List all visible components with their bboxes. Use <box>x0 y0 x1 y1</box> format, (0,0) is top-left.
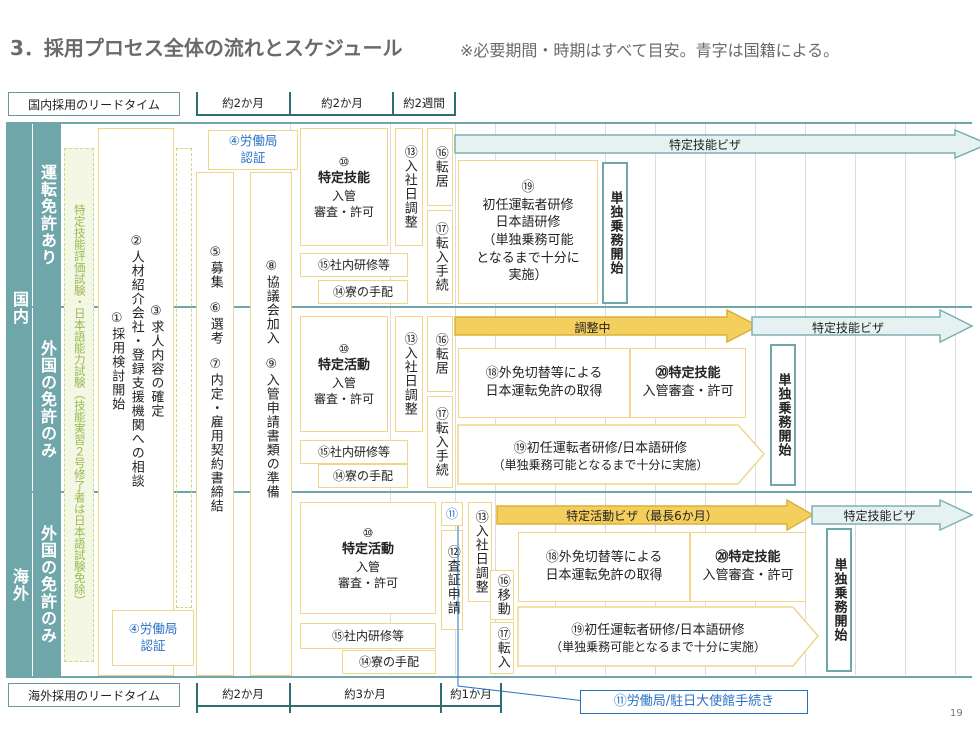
section-divider <box>6 491 972 493</box>
step-13-joining-date: ⑬入社日調整 <box>395 316 423 432</box>
arrow-label: 特定技能ビザ <box>668 137 741 152</box>
arrow-label: 特定技能ビザ <box>843 508 916 523</box>
duration-label: 約2か月 <box>222 687 264 701</box>
arrow-skill-visa-row3 <box>811 498 974 532</box>
step-5: ⑤募集 <box>207 245 223 289</box>
page-subtitle: ※必要期間・時期はすべて目安。青字は国籍による。 <box>460 41 840 60</box>
timeline-tick <box>289 92 291 116</box>
step-19-training-row3: ⑲初任運転者研修/日本語研修 （単独乗務可能となるまで十分に実施） <box>550 623 766 654</box>
timeline-tick <box>392 92 394 116</box>
timeline-tick <box>454 92 456 116</box>
page-number: 19 <box>950 708 963 719</box>
gridline <box>855 122 856 675</box>
step-15-training: ⑮社内研修等 <box>300 623 436 649</box>
duration-label: 約3か月 <box>344 687 386 701</box>
timeline-line <box>196 705 502 707</box>
timeline-tick <box>440 683 442 713</box>
section-divider <box>32 306 972 308</box>
skill-test-dashed-border <box>176 148 192 608</box>
step-15-training: ⑮社内研修等 <box>300 253 408 277</box>
gridline <box>905 122 906 675</box>
step-1-3-box: ③求人内容の確定 ②人材紹介会社・登録支援機関への相談 ①採用検討開始 <box>98 128 174 676</box>
solo-duty-start-row2: 単独乗務開始 <box>770 344 796 486</box>
duration-label: 約2か月 <box>321 96 363 110</box>
step-16-relocation: ⑯転居 <box>427 128 453 206</box>
gridline <box>455 122 456 675</box>
callout-line <box>457 526 586 702</box>
gridline <box>755 122 756 675</box>
step-14-dorm: ⑭寮の手配 <box>318 280 408 304</box>
step-1: ①採用検討開始 <box>109 311 125 411</box>
arrow-skill-visa-row2 <box>751 308 974 344</box>
arrow-activity-visa <box>496 498 815 532</box>
step-17-registration: ⑰転入手続 <box>427 210 453 304</box>
section-divider <box>6 122 972 124</box>
overseas-leadtime-label: 海外採用のリードタイム <box>8 683 180 707</box>
timeline-tick <box>500 683 502 713</box>
step-4-labor-bureau-overseas: ④労働局 認証 <box>112 610 194 666</box>
step-4-labor-bureau-domestic: ④労働局 認証 <box>208 130 298 170</box>
gridline <box>390 122 391 675</box>
gridline <box>805 122 806 675</box>
gridline <box>955 122 956 675</box>
step-7: ⑦内定・雇用契約書締結 <box>207 357 223 513</box>
step-14-dorm: ⑭寮の手配 <box>342 650 436 674</box>
step-13-joining-date: ⑬入社日調整 <box>468 502 492 602</box>
timeline-tick <box>196 683 198 713</box>
duration-label: 約1か月 <box>450 687 492 701</box>
section-divider <box>6 676 972 678</box>
step-10-domestic-skill: ⑩ 特定技能 入管 審査・許可 <box>300 128 388 246</box>
duration-label: 約2か月 <box>222 96 264 110</box>
step-11-labor-bureau-embassy: ⑪労働局/駐日大使館手続き <box>580 690 808 714</box>
solo-duty-start-row3: 単独乗務開始 <box>826 528 852 672</box>
arrow-label: 特定活動ビザ（最長6か月） <box>566 508 718 523</box>
license-foreign-overseas-label: 外国の免許のみ <box>33 493 61 676</box>
step-10-overseas-activity: ⑩ 特定活動 入管 審査・許可 <box>300 502 436 614</box>
arrow-skill-visa-row1 <box>454 128 980 160</box>
domestic-section-label: 国内 <box>6 124 32 491</box>
arrow-label: 調整中 <box>574 320 611 335</box>
step-20-skill-approval: ⑳特定技能 入管審査・許可 <box>630 348 746 418</box>
step-17-move-in: ⑰転入 <box>490 622 514 674</box>
step-5-7-box: ⑤募集 ⑥選考 ⑦内定・雇用契約書締結 <box>196 172 234 676</box>
skill-test-column: 特定技能評価試験・日本語能力試験（技能実習２号修了者は日本語試験免除） <box>64 148 94 662</box>
step-6: ⑥選考 <box>207 301 223 345</box>
step-11-labor-bureau: ⑪ <box>441 502 463 526</box>
step-2: ②人材紹介会社・登録支援機関への相談 <box>128 234 144 488</box>
arrow-step19-row2 <box>457 424 765 485</box>
step-19-training-row2: ⑲初任運転者研修/日本語研修 （単独乗務可能となるまで十分に実施） <box>492 441 709 472</box>
step-15-training: ⑮社内研修等 <box>300 440 408 464</box>
step-16-move: ⑯移動 <box>490 570 514 620</box>
step-20-skill-approval: ⑳特定技能 入管審査・許可 <box>690 532 806 602</box>
step-18-license-conversion: ⑱外免切替等による 日本運転免許の取得 <box>518 532 690 602</box>
arrow-label: 特定技能ビザ <box>811 320 884 335</box>
step-10-domestic-activity: ⑩ 特定活動 入管 審査・許可 <box>300 316 388 432</box>
step-14-dorm: ⑭寮の手配 <box>318 464 408 488</box>
step-8-9-box: ⑧協議会加入 ⑨入管申請書類の準備 <box>250 172 292 676</box>
arrow-adjusting <box>454 308 760 344</box>
step-16-relocation: ⑯転居 <box>427 316 453 392</box>
step-13-joining-date: ⑬入社日調整 <box>395 128 423 246</box>
step-8: ⑧協議会加入 <box>263 259 279 345</box>
step-3: ③求人内容の確定 <box>148 304 164 418</box>
timeline-line <box>196 114 456 116</box>
duration-label: 約2週間 <box>403 96 445 110</box>
timeline-tick <box>196 92 198 116</box>
page-title: 3．採用プロセス全体の流れとスケジュール <box>10 36 403 60</box>
license-yes-label: 運転免許あり <box>33 124 61 306</box>
step-19-training-row1: ⑲ 初任運転者研修 日本語研修 （単独乗務可能 となるまで十分に 実施） <box>458 160 598 304</box>
domestic-leadtime-label: 国内採用のリードタイム <box>8 92 180 116</box>
timeline-tick <box>289 683 291 713</box>
arrow-step19-row3 <box>517 606 819 667</box>
license-foreign-domestic-label: 外国の免許のみ <box>33 308 61 491</box>
solo-duty-start-row1: 単独乗務開始 <box>602 162 628 304</box>
step-9: ⑨入管申請書類の準備 <box>263 357 279 499</box>
step-17-registration: ⑰転入手続 <box>427 396 453 488</box>
overseas-section-label: 海外 <box>6 493 32 676</box>
step-18-license-conversion: ⑱外免切替等による 日本運転免許の取得 <box>458 348 630 418</box>
